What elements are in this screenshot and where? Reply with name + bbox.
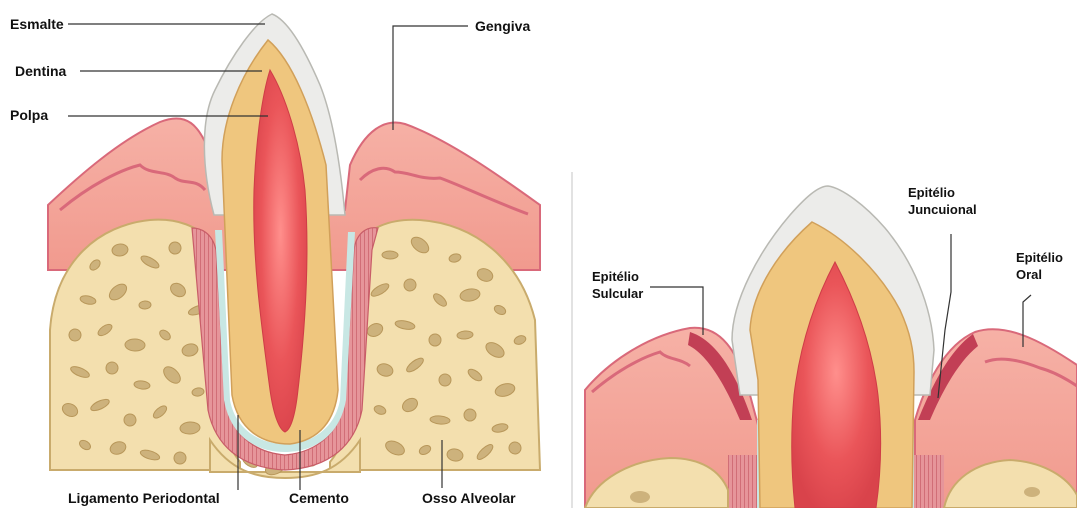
label-periodontal-ligament: Ligamento Periodontal xyxy=(68,490,220,506)
left-tooth-diagram: Esmalte Dentina Polpa Gengiva Ligamento … xyxy=(10,14,540,506)
bone-hole xyxy=(139,301,151,310)
right-bone-hole xyxy=(1024,487,1040,497)
bone-hole xyxy=(439,374,451,386)
label-oral-epithelium-line1: Epitélio xyxy=(1016,250,1063,265)
bone-hole xyxy=(382,251,398,259)
label-gingiva: Gengiva xyxy=(475,18,530,34)
right-tooth-diagram xyxy=(585,186,1077,508)
right-bone-hole xyxy=(630,491,650,503)
label-sulcular-epithelium-line2: Sulcular xyxy=(592,286,643,301)
label-pulp: Polpa xyxy=(10,107,48,123)
label-alveolar-bone: Osso Alveolar xyxy=(422,490,516,506)
right-ligament-right xyxy=(912,455,944,508)
label-cementum: Cemento xyxy=(289,490,349,506)
label-enamel: Esmalte xyxy=(10,16,64,32)
right-ligament-left xyxy=(728,455,760,508)
leader-gingiva xyxy=(393,26,468,130)
label-oral-epithelium-line2: Oral xyxy=(1016,267,1042,282)
label-junctional-epithelium-line1: Epitélio xyxy=(908,185,955,200)
label-junctional-epithelium-line2: Juncuional xyxy=(908,202,977,217)
label-dentin: Dentina xyxy=(15,63,67,79)
bone-hole xyxy=(125,339,145,352)
label-sulcular-epithelium-line1: Epitélio xyxy=(592,269,639,284)
